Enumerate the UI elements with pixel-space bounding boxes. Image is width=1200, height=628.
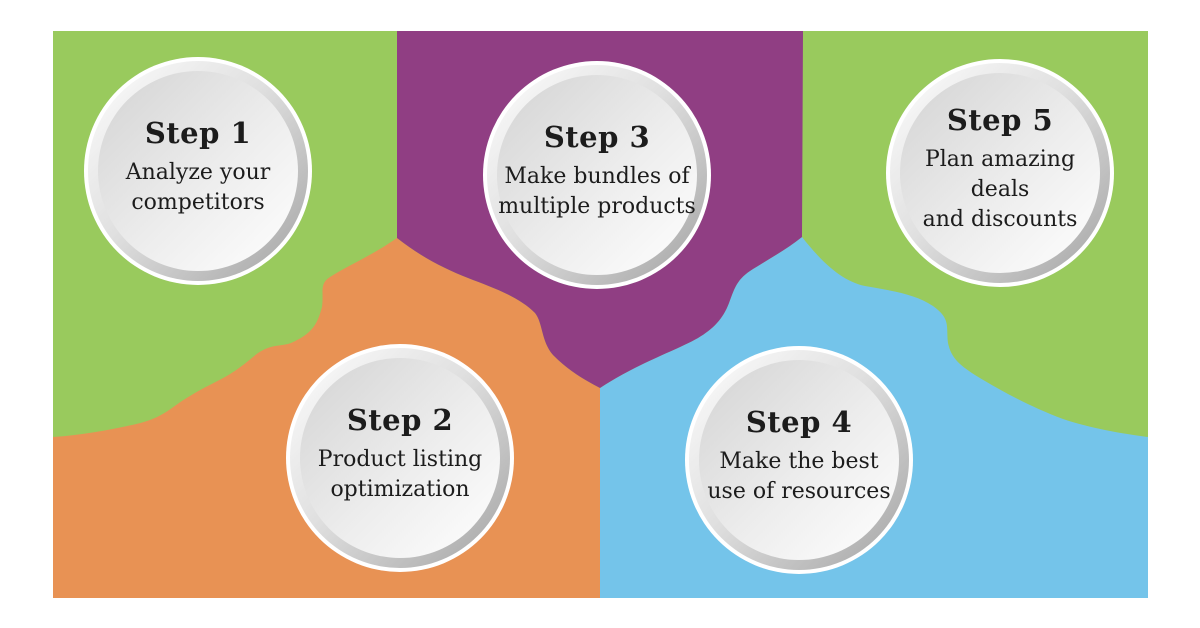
step-2-desc-line1: Product listing xyxy=(317,447,483,472)
step-1-description: Analyze your competitors xyxy=(93,158,303,218)
step-5-circle-disc xyxy=(900,73,1100,273)
step-2-circle-disc xyxy=(300,358,500,558)
step-5-label: Step 5 Plan amazing deals and discounts xyxy=(895,103,1105,235)
step-3-desc-line2: multiple products xyxy=(498,194,696,219)
step-5-desc-line2: and discounts xyxy=(922,207,1078,232)
step-5-title: Step 5 xyxy=(946,103,1054,137)
step-4-title: Step 4 xyxy=(745,405,853,439)
step-1-desc-line2: competitors xyxy=(131,190,265,215)
step-3-label: Step 3 Make bundles of multiple products xyxy=(492,120,702,222)
infographic-canvas: Step 1 Analyze your competitors Step 2 P… xyxy=(53,31,1148,598)
step-5-circle: Step 5 Plan amazing deals and discounts xyxy=(886,59,1114,287)
step-1-desc-line1: Analyze your xyxy=(125,160,271,185)
step-3-title: Step 3 xyxy=(543,120,651,154)
step-3-desc-line1: Make bundles of xyxy=(504,164,690,189)
step-2-title: Step 2 xyxy=(346,403,454,437)
step-3-circle-disc xyxy=(497,75,697,275)
step-2-label: Step 2 Product listing optimization xyxy=(295,403,505,505)
step-1-label: Step 1 Analyze your competitors xyxy=(93,116,303,218)
step-1-circle-disc xyxy=(98,71,298,271)
step-3-description: Make bundles of multiple products xyxy=(492,162,702,222)
step-3-circle: Step 3 Make bundles of multiple products xyxy=(483,61,711,289)
step-1-circle: Step 1 Analyze your competitors xyxy=(84,57,312,285)
step-5-desc-line1: Plan amazing deals xyxy=(924,147,1076,202)
step-4-desc-line1: Make the best xyxy=(719,449,879,474)
step-2-circle: Step 2 Product listing optimization xyxy=(286,344,514,572)
step-4-circle: Step 4 Make the best use of resources xyxy=(685,346,913,574)
step-4-desc-line2: use of resources xyxy=(707,479,891,504)
step-4-circle-disc xyxy=(699,360,899,560)
step-1-title: Step 1 xyxy=(144,116,252,150)
step-4-description: Make the best use of resources xyxy=(694,447,904,507)
step-5-description: Plan amazing deals and discounts xyxy=(895,145,1105,235)
step-2-desc-line2: optimization xyxy=(330,477,470,502)
step-2-description: Product listing optimization xyxy=(295,445,505,505)
step-4-label: Step 4 Make the best use of resources xyxy=(694,405,904,507)
